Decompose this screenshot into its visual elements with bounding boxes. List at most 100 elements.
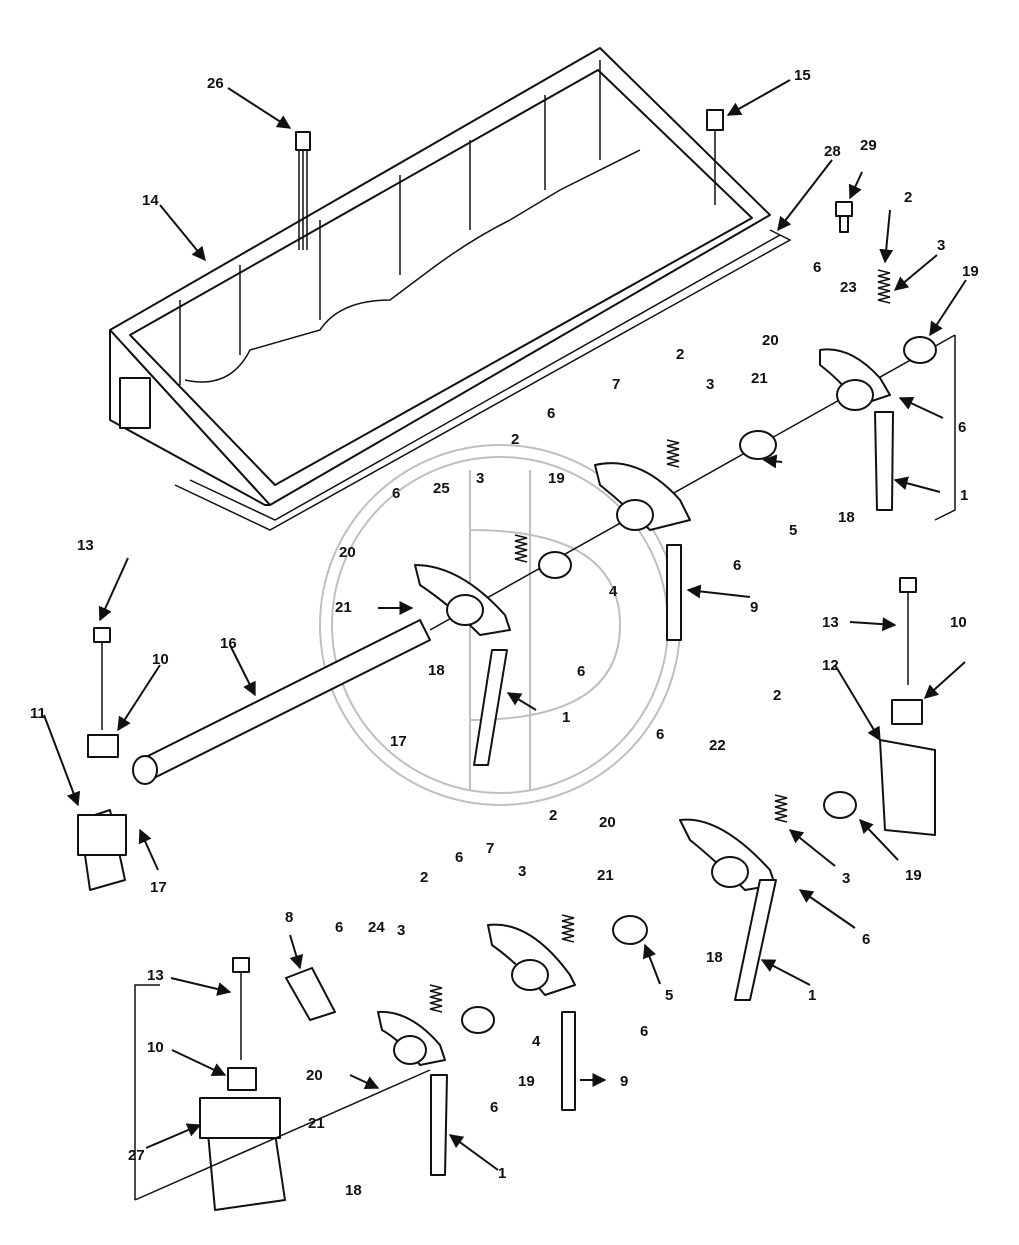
push-tubes-9: [561, 544, 682, 1111]
callout-11: 11: [30, 705, 46, 722]
rocker-arm-24: [377, 1010, 446, 1066]
callout-1: 1: [498, 1165, 506, 1182]
bolt-26: [295, 131, 311, 250]
callout-3: 3: [842, 870, 850, 887]
callout-1: 1: [808, 987, 816, 1004]
spacers: [461, 336, 937, 1034]
callout-3: 3: [476, 470, 484, 487]
callout-7: 7: [612, 376, 620, 393]
callout-21: 21: [597, 867, 614, 884]
callout-21: 21: [308, 1115, 325, 1132]
bolt-13-right: [891, 577, 923, 725]
bracket-27: [199, 1097, 286, 1211]
callout-6: 6: [813, 259, 821, 276]
bracket-12: [879, 739, 936, 836]
rocker-arm-25: [414, 564, 511, 636]
callout-15: 15: [794, 67, 811, 84]
callout-6: 6: [958, 419, 966, 436]
callout-16: 16: [220, 635, 237, 652]
push-rods: [430, 411, 894, 1176]
callout-18: 18: [428, 662, 445, 679]
callout-10: 10: [152, 651, 169, 668]
callout-6: 6: [547, 405, 555, 422]
clip-8: [285, 967, 336, 1021]
callout-2: 2: [676, 346, 684, 363]
callout-17: 17: [390, 733, 407, 750]
callout-3: 3: [937, 237, 945, 254]
callout-28: 28: [824, 143, 841, 160]
callout-14: 14: [142, 192, 159, 209]
callout-1: 1: [562, 709, 570, 726]
callout-5: 5: [789, 522, 797, 539]
callout-3: 3: [397, 922, 405, 939]
callout-8: 8: [285, 909, 293, 926]
callout-6: 6: [862, 931, 870, 948]
callout-6: 6: [455, 849, 463, 866]
callout-5: 5: [665, 987, 673, 1004]
callout-18: 18: [706, 949, 723, 966]
callout-6: 6: [656, 726, 664, 743]
callout-13: 13: [77, 537, 94, 554]
callout-19: 19: [962, 263, 979, 280]
callout-4: 4: [609, 583, 618, 600]
callout-26: 26: [207, 75, 224, 92]
callout-19: 19: [518, 1073, 535, 1090]
callout-labels: 26 15 28 29 14 2 3 6 23 19 20 21 6 18 1 …: [30, 67, 979, 1199]
callout-10: 10: [147, 1039, 164, 1056]
callout-24: 24: [368, 919, 385, 936]
callout-2: 2: [773, 687, 781, 704]
callout-6: 6: [577, 663, 585, 680]
callout-25: 25: [433, 480, 450, 497]
callout-20: 20: [306, 1067, 323, 1084]
bolt-13-bottom: [227, 957, 257, 1091]
callout-17: 17: [150, 879, 167, 896]
callout-9: 9: [750, 599, 758, 616]
rocker-arm-7-upper: [594, 462, 691, 531]
rocker-arm-22: [679, 818, 776, 891]
callout-2: 2: [511, 431, 519, 448]
gasket: [174, 229, 792, 531]
callout-10: 10: [950, 614, 967, 631]
callout-19: 19: [548, 470, 565, 487]
rocker-arm-23: [819, 348, 891, 411]
callout-23: 23: [840, 279, 857, 296]
bolt-15: [706, 109, 724, 205]
callout-20: 20: [762, 332, 779, 349]
callout-6: 6: [335, 919, 343, 936]
callout-13: 13: [147, 967, 164, 984]
bolt-13-left: [87, 627, 119, 758]
callout-18: 18: [838, 509, 855, 526]
callout-27: 27: [128, 1147, 145, 1164]
group-outlines: [134, 335, 956, 1201]
callout-18: 18: [345, 1182, 362, 1199]
callout-7: 7: [486, 840, 494, 857]
callout-12: 12: [822, 657, 839, 674]
callout-1: 1: [960, 487, 968, 504]
callout-4: 4: [532, 1033, 541, 1050]
callout-2: 2: [904, 189, 912, 206]
bolt-29: [835, 201, 853, 233]
callout-6: 6: [640, 1023, 648, 1040]
springs-3: [429, 269, 891, 1013]
callout-21: 21: [335, 599, 352, 616]
callout-2: 2: [420, 869, 428, 886]
callout-3: 3: [706, 376, 714, 393]
callout-29: 29: [860, 137, 877, 154]
callout-3: 3: [518, 863, 526, 880]
callout-21: 21: [751, 370, 768, 387]
callout-6: 6: [733, 557, 741, 574]
callout-20: 20: [339, 544, 356, 561]
callout-20: 20: [599, 814, 616, 831]
callout-19: 19: [905, 867, 922, 884]
leader-lines: [43, 79, 967, 1171]
callout-6: 6: [490, 1099, 498, 1116]
bracket-11: [77, 809, 127, 891]
callout-13: 13: [822, 614, 839, 631]
callout-2: 2: [549, 807, 557, 824]
callout-9: 9: [620, 1073, 628, 1090]
callout-22: 22: [709, 737, 726, 754]
valve-cover: [109, 47, 771, 506]
rocker-arm-7-lower: [487, 923, 576, 996]
callout-6: 6: [392, 485, 400, 502]
